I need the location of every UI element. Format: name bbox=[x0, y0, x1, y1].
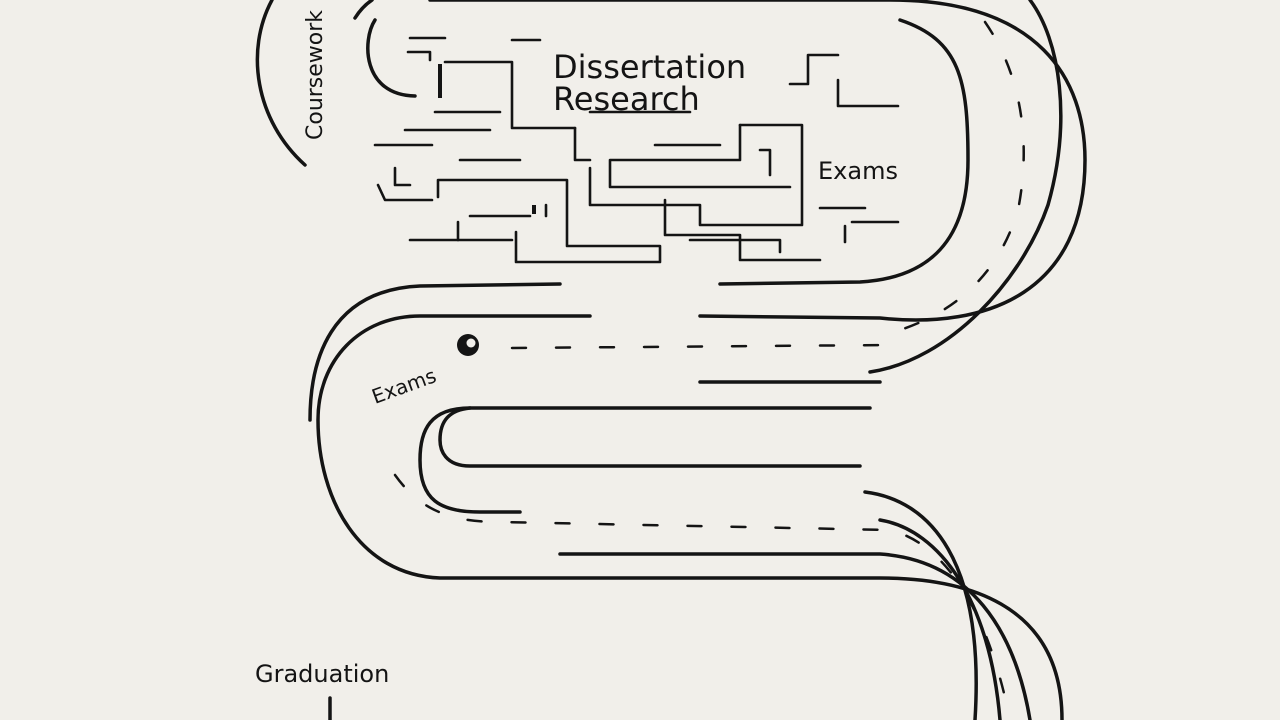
road-center-dash-right bbox=[898, 20, 1025, 332]
exams-upper-label: Exams bbox=[818, 157, 898, 185]
road-center-dash-middle bbox=[510, 343, 892, 350]
dissertation-label: Dissertation bbox=[553, 48, 746, 86]
road-center-dash-left bbox=[393, 473, 1012, 720]
road-lane-edge bbox=[418, 0, 1063, 720]
road-inner-loop bbox=[438, 406, 978, 720]
road-lower-right-edge bbox=[878, 518, 1002, 720]
coursework-label: Coursework bbox=[303, 10, 328, 140]
exams-lower-label: Exams bbox=[369, 363, 440, 408]
milestone-marker-icon bbox=[457, 334, 479, 356]
coursework-arc-inner bbox=[353, 0, 374, 20]
road-inner-edge bbox=[308, 18, 970, 422]
research-maze bbox=[373, 36, 900, 264]
coursework-arc bbox=[255, 0, 307, 167]
research-label: Research bbox=[553, 80, 700, 118]
graduation-label: Graduation bbox=[255, 660, 389, 688]
road-outer-edge bbox=[316, 0, 1087, 720]
